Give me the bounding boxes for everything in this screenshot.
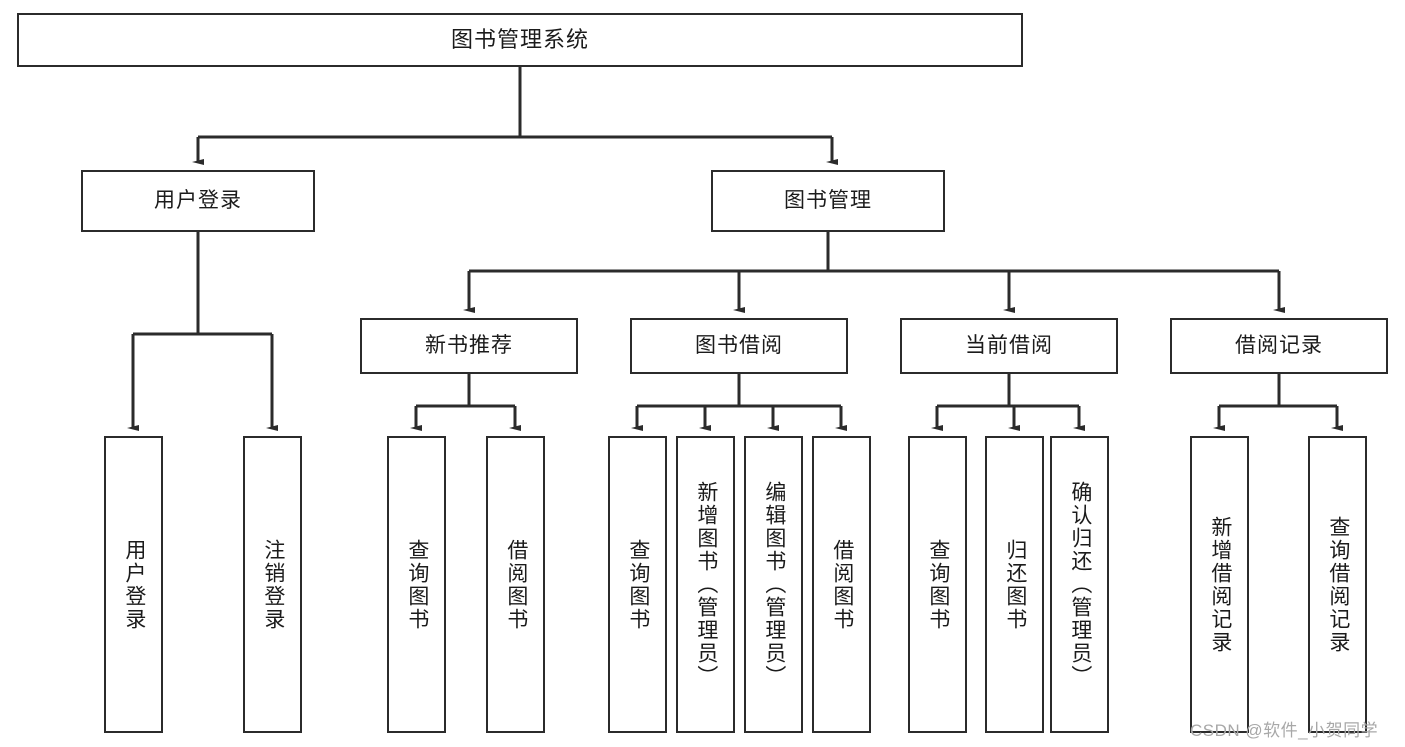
node-leaf-user-login[interactable]: 用户登录: [104, 436, 163, 733]
node-leaf-confirm-return[interactable]: 确认归还（管理员）: [1050, 436, 1109, 733]
node-leaf-return-book-label: 归还图书: [1003, 538, 1027, 631]
node-root-label: 图书管理系统: [450, 26, 589, 52]
node-leaf-add-book-label: 新增图书（管理员）: [694, 481, 718, 688]
node-current-borrow[interactable]: 当前借阅: [900, 318, 1118, 374]
node-user-login[interactable]: 用户登录: [81, 170, 315, 232]
node-book-manage[interactable]: 图书管理: [711, 170, 945, 232]
node-leaf-borrow-book-rec-label: 借阅图书: [504, 538, 528, 631]
node-borrow-record[interactable]: 借阅记录: [1170, 318, 1388, 374]
node-leaf-borrow-book-label: 借阅图书: [830, 538, 854, 631]
node-book-manage-label: 图书管理: [784, 189, 872, 213]
node-leaf-borrow-book-rec[interactable]: 借阅图书: [486, 436, 545, 733]
node-leaf-query-book-cur-label: 查询图书: [926, 538, 950, 631]
node-leaf-query-book-rec-label: 查询图书: [405, 538, 429, 631]
node-book-borrow[interactable]: 图书借阅: [630, 318, 848, 374]
node-leaf-user-login-label: 用户登录: [122, 538, 146, 631]
node-leaf-query-record[interactable]: 查询借阅记录: [1308, 436, 1367, 733]
node-leaf-query-book-borrow[interactable]: 查询图书: [608, 436, 667, 733]
node-leaf-edit-book[interactable]: 编辑图书（管理员）: [744, 436, 803, 733]
node-leaf-logout-label: 注销登录: [261, 538, 285, 631]
node-new-book-rec-label: 新书推荐: [425, 334, 513, 358]
node-leaf-query-book-rec[interactable]: 查询图书: [387, 436, 446, 733]
node-leaf-query-book-borrow-label: 查询图书: [626, 538, 650, 631]
node-current-borrow-label: 当前借阅: [965, 334, 1053, 358]
node-leaf-edit-book-label: 编辑图书（管理员）: [762, 481, 786, 688]
node-root[interactable]: 图书管理系统: [17, 13, 1023, 67]
node-leaf-query-book-cur[interactable]: 查询图书: [908, 436, 967, 733]
node-leaf-add-book[interactable]: 新增图书（管理员）: [676, 436, 735, 733]
node-borrow-record-label: 借阅记录: [1235, 334, 1323, 358]
node-new-book-rec[interactable]: 新书推荐: [360, 318, 578, 374]
node-leaf-logout[interactable]: 注销登录: [243, 436, 302, 733]
node-leaf-add-record[interactable]: 新增借阅记录: [1190, 436, 1249, 733]
node-book-borrow-label: 图书借阅: [695, 334, 783, 358]
node-leaf-borrow-book[interactable]: 借阅图书: [812, 436, 871, 733]
node-user-login-label: 用户登录: [154, 189, 242, 213]
node-leaf-return-book[interactable]: 归还图书: [985, 436, 1044, 733]
node-leaf-add-record-label: 新增借阅记录: [1208, 515, 1232, 654]
node-leaf-query-record-label: 查询借阅记录: [1326, 515, 1350, 654]
node-leaf-confirm-return-label: 确认归还（管理员）: [1068, 481, 1092, 688]
